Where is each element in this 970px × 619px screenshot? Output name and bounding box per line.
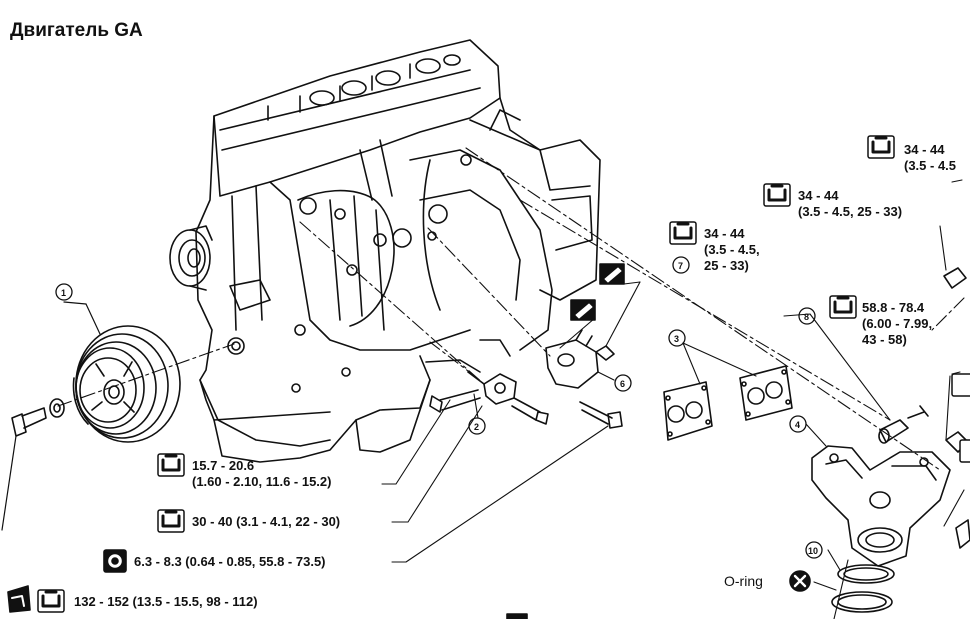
callout-10: 10 xyxy=(808,546,819,556)
callout-4: 4 xyxy=(795,420,801,430)
torque-wrench-icon xyxy=(157,453,185,477)
callout-8: 8 xyxy=(804,312,810,322)
exhaust-gaskets xyxy=(663,342,793,441)
torque-wrench-icon xyxy=(829,295,857,319)
callout-1: 1 xyxy=(61,288,67,298)
bracket-assembly xyxy=(299,221,641,429)
torque-spec-7-value: 34 - 44 xyxy=(904,142,945,157)
torque-spec-2: 30 - 40 (3.1 - 4.1, 22 - 30) xyxy=(192,514,341,529)
lubricate-icon xyxy=(103,549,127,573)
callout-7: 7 xyxy=(678,261,684,271)
torque-spec-8-detail-1: (6.00 - 7.99, xyxy=(862,316,933,331)
oring-label: O-ring xyxy=(724,573,763,589)
callout-2: 2 xyxy=(474,422,480,432)
bolt-icon xyxy=(7,585,31,613)
torque-wrench-icon xyxy=(951,373,970,397)
callout-circles xyxy=(55,256,823,559)
callout-6: 6 xyxy=(620,379,626,389)
torque-wrench-icon xyxy=(867,135,895,159)
torque-spec-1-detail: (1.60 - 2.10, 11.6 - 15.2) xyxy=(192,474,332,489)
do-not-reuse-icon xyxy=(789,570,811,592)
engine-block xyxy=(169,39,601,463)
torque-spec-5-detail-2: 25 - 33) xyxy=(704,258,749,273)
torque-spec-8-value: 58.8 - 78.4 xyxy=(862,300,925,315)
torque-wrench-icon xyxy=(157,509,185,533)
torque-spec-1: 15.7 - 20.6 (1.60 - 2.10, 11.6 - 15.2) xyxy=(192,458,331,490)
exhaust-manifold xyxy=(465,147,970,567)
page-title: Двигатель GA xyxy=(10,20,143,41)
oring-seals xyxy=(813,549,895,619)
torque-spec-8-detail-2: 43 - 58) xyxy=(862,332,907,347)
torque-spec-7-detail: (3.5 - 4.5 xyxy=(904,158,957,173)
torque-spec-7: 34 - 44 (3.5 - 4.5 xyxy=(904,142,956,174)
torque-wrench-icons xyxy=(37,135,970,613)
torque-spec-5-detail-1: (3.5 - 4.5, xyxy=(704,242,760,257)
torque-spec-5: 34 - 44 (3.5 - 4.5, 25 - 33) xyxy=(704,226,760,274)
torque-spec-6-detail: (3.5 - 4.5, 25 - 33) xyxy=(798,204,903,219)
torque-spec-6: 34 - 44 (3.5 - 4.5, 25 - 33) xyxy=(798,188,902,220)
torque-spec-1-value: 15.7 - 20.6 xyxy=(192,458,255,473)
torque-spec-4: 132 - 152 (13.5 - 15.5, 98 - 112) xyxy=(74,594,258,609)
torque-spec-6-value: 34 - 44 xyxy=(798,188,839,203)
sealant-icons xyxy=(559,263,641,349)
crankshaft-pulley xyxy=(1,301,235,531)
torque-wrench-icon xyxy=(37,589,65,613)
manifold-bolts xyxy=(931,179,967,331)
torque-spec-5-value: 34 - 44 xyxy=(704,226,745,241)
torque-wrench-icon xyxy=(669,221,697,245)
torque-spec-8: 58.8 - 78.4 (6.00 - 7.99, 43 - 58) xyxy=(862,300,932,348)
sealant-icon xyxy=(570,299,596,321)
callout-3: 3 xyxy=(674,334,680,344)
partial-icon xyxy=(506,613,528,619)
torque-wrench-icon xyxy=(959,439,970,463)
torque-wrench-icon xyxy=(763,183,791,207)
torque-spec-3: 6.3 - 8.3 (0.64 - 0.85, 55.8 - 73.5) xyxy=(134,554,326,569)
sealant-icon xyxy=(599,263,625,285)
leader-lines xyxy=(381,399,609,563)
